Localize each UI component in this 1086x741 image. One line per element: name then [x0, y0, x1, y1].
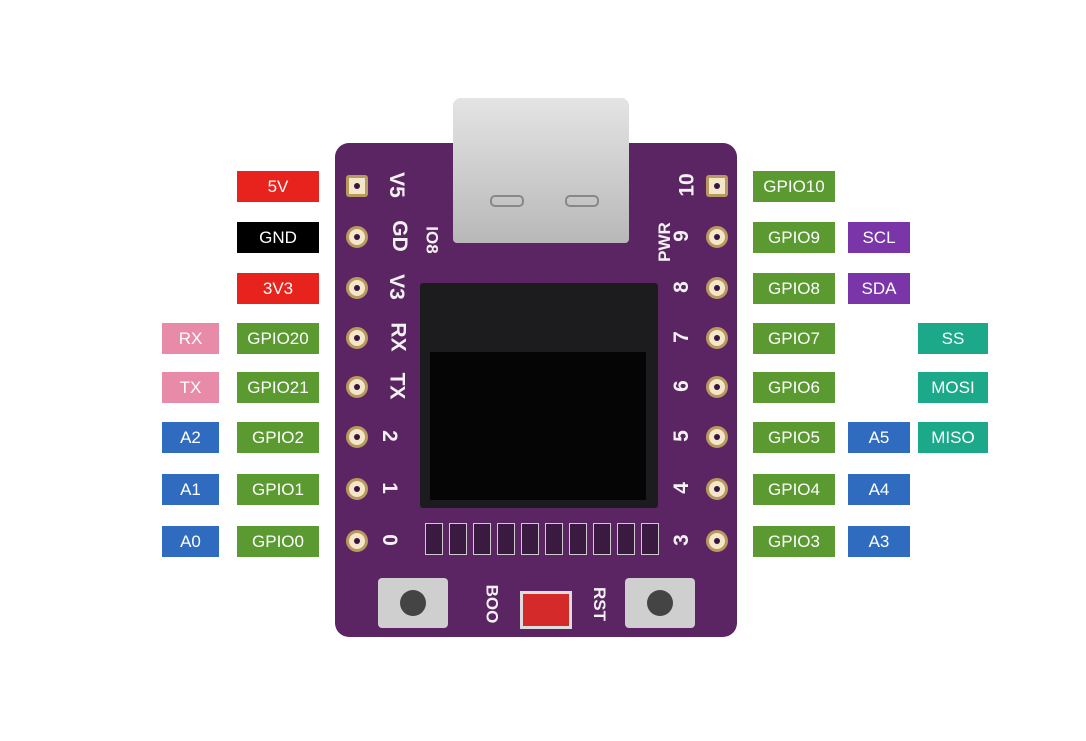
silk-label: 0	[377, 534, 401, 546]
pin-header-hole	[706, 327, 728, 349]
switch	[520, 591, 572, 629]
pin-header-hole	[346, 376, 368, 398]
pin-header-hole	[706, 426, 728, 448]
pin-header-hole	[346, 175, 368, 197]
smd-component	[497, 523, 515, 555]
alt-function-label: RX	[162, 323, 219, 354]
pin-header-hole	[346, 530, 368, 552]
silk-label: 3	[669, 534, 693, 546]
silk-label: 9	[669, 230, 693, 242]
silk-io8: IO8	[422, 226, 442, 254]
alt-function-label: A5	[848, 422, 910, 453]
silk-label: RX	[386, 322, 410, 352]
smd-component	[641, 523, 659, 555]
pin-header-hole	[706, 530, 728, 552]
pin-header-hole	[706, 478, 728, 500]
gpio-label: GPIO3	[753, 526, 835, 557]
silk-pwr: PWR	[654, 222, 674, 262]
gpio-label: GPIO21	[237, 372, 319, 403]
pin-header-hole	[346, 327, 368, 349]
reset-button[interactable]	[625, 578, 695, 628]
smd-component	[569, 523, 587, 555]
pin-header-hole	[346, 426, 368, 448]
silk-label: 8	[669, 281, 693, 293]
gpio-label: GPIO2	[237, 422, 319, 453]
display-screen	[430, 352, 646, 500]
gpio-label: GPIO6	[753, 372, 835, 403]
smd-component	[473, 523, 491, 555]
gpio-label: GPIO7	[753, 323, 835, 354]
silk-boot: BOO	[482, 584, 502, 624]
silk-label: 6	[669, 380, 693, 392]
alt-function-label: A2	[162, 422, 219, 453]
alt-function-label: A0	[162, 526, 219, 557]
silk-label: 5	[669, 430, 693, 442]
gpio-label: GPIO1	[237, 474, 319, 505]
spi-label: MISO	[918, 422, 988, 453]
alt-function-label: A1	[162, 474, 219, 505]
pin-header-hole	[706, 226, 728, 248]
silk-label: V5	[384, 172, 408, 198]
usb-slot	[490, 195, 524, 207]
gpio-label: GPIO5	[753, 422, 835, 453]
gpio-label: GPIO4	[753, 474, 835, 505]
alt-function-label: TX	[162, 372, 219, 403]
usb-c-connector-front	[453, 98, 629, 243]
pin-header-hole	[706, 277, 728, 299]
gpio-label: GPIO20	[237, 323, 319, 354]
silk-label: 1	[377, 482, 401, 494]
alt-function-label: A4	[848, 474, 910, 505]
gpio-label: 3V3	[237, 273, 319, 304]
silk-label: 2	[377, 430, 401, 442]
boot-button[interactable]	[378, 578, 448, 628]
silk-label: 10	[675, 173, 699, 197]
spi-label: SS	[918, 323, 988, 354]
gpio-label: GPIO10	[753, 171, 835, 202]
alt-function-label: SDA	[848, 273, 910, 304]
silk-label: 7	[669, 331, 693, 343]
pin-header-hole	[706, 175, 728, 197]
smd-component	[449, 523, 467, 555]
smd-component	[593, 523, 611, 555]
silk-label: TX	[385, 372, 409, 400]
smd-component	[425, 523, 443, 555]
smd-component	[521, 523, 539, 555]
gpio-label: 5V	[237, 171, 319, 202]
pin-header-hole	[346, 478, 368, 500]
gpio-label: GPIO8	[753, 273, 835, 304]
silk-rst: RST	[590, 587, 609, 621]
silk-label: GD	[387, 220, 411, 252]
pin-header-hole	[346, 226, 368, 248]
alt-function-label: A3	[848, 526, 910, 557]
gpio-label: GND	[237, 222, 319, 253]
alt-function-label: SCL	[848, 222, 910, 253]
silk-label: 4	[669, 482, 693, 494]
pin-header-hole	[706, 376, 728, 398]
gpio-label: GPIO9	[753, 222, 835, 253]
spi-label: MOSI	[918, 372, 988, 403]
pin-header-hole	[346, 277, 368, 299]
usb-slot	[565, 195, 599, 207]
silk-label: V3	[384, 274, 408, 300]
smd-component	[545, 523, 563, 555]
gpio-label: GPIO0	[237, 526, 319, 557]
smd-component	[617, 523, 635, 555]
